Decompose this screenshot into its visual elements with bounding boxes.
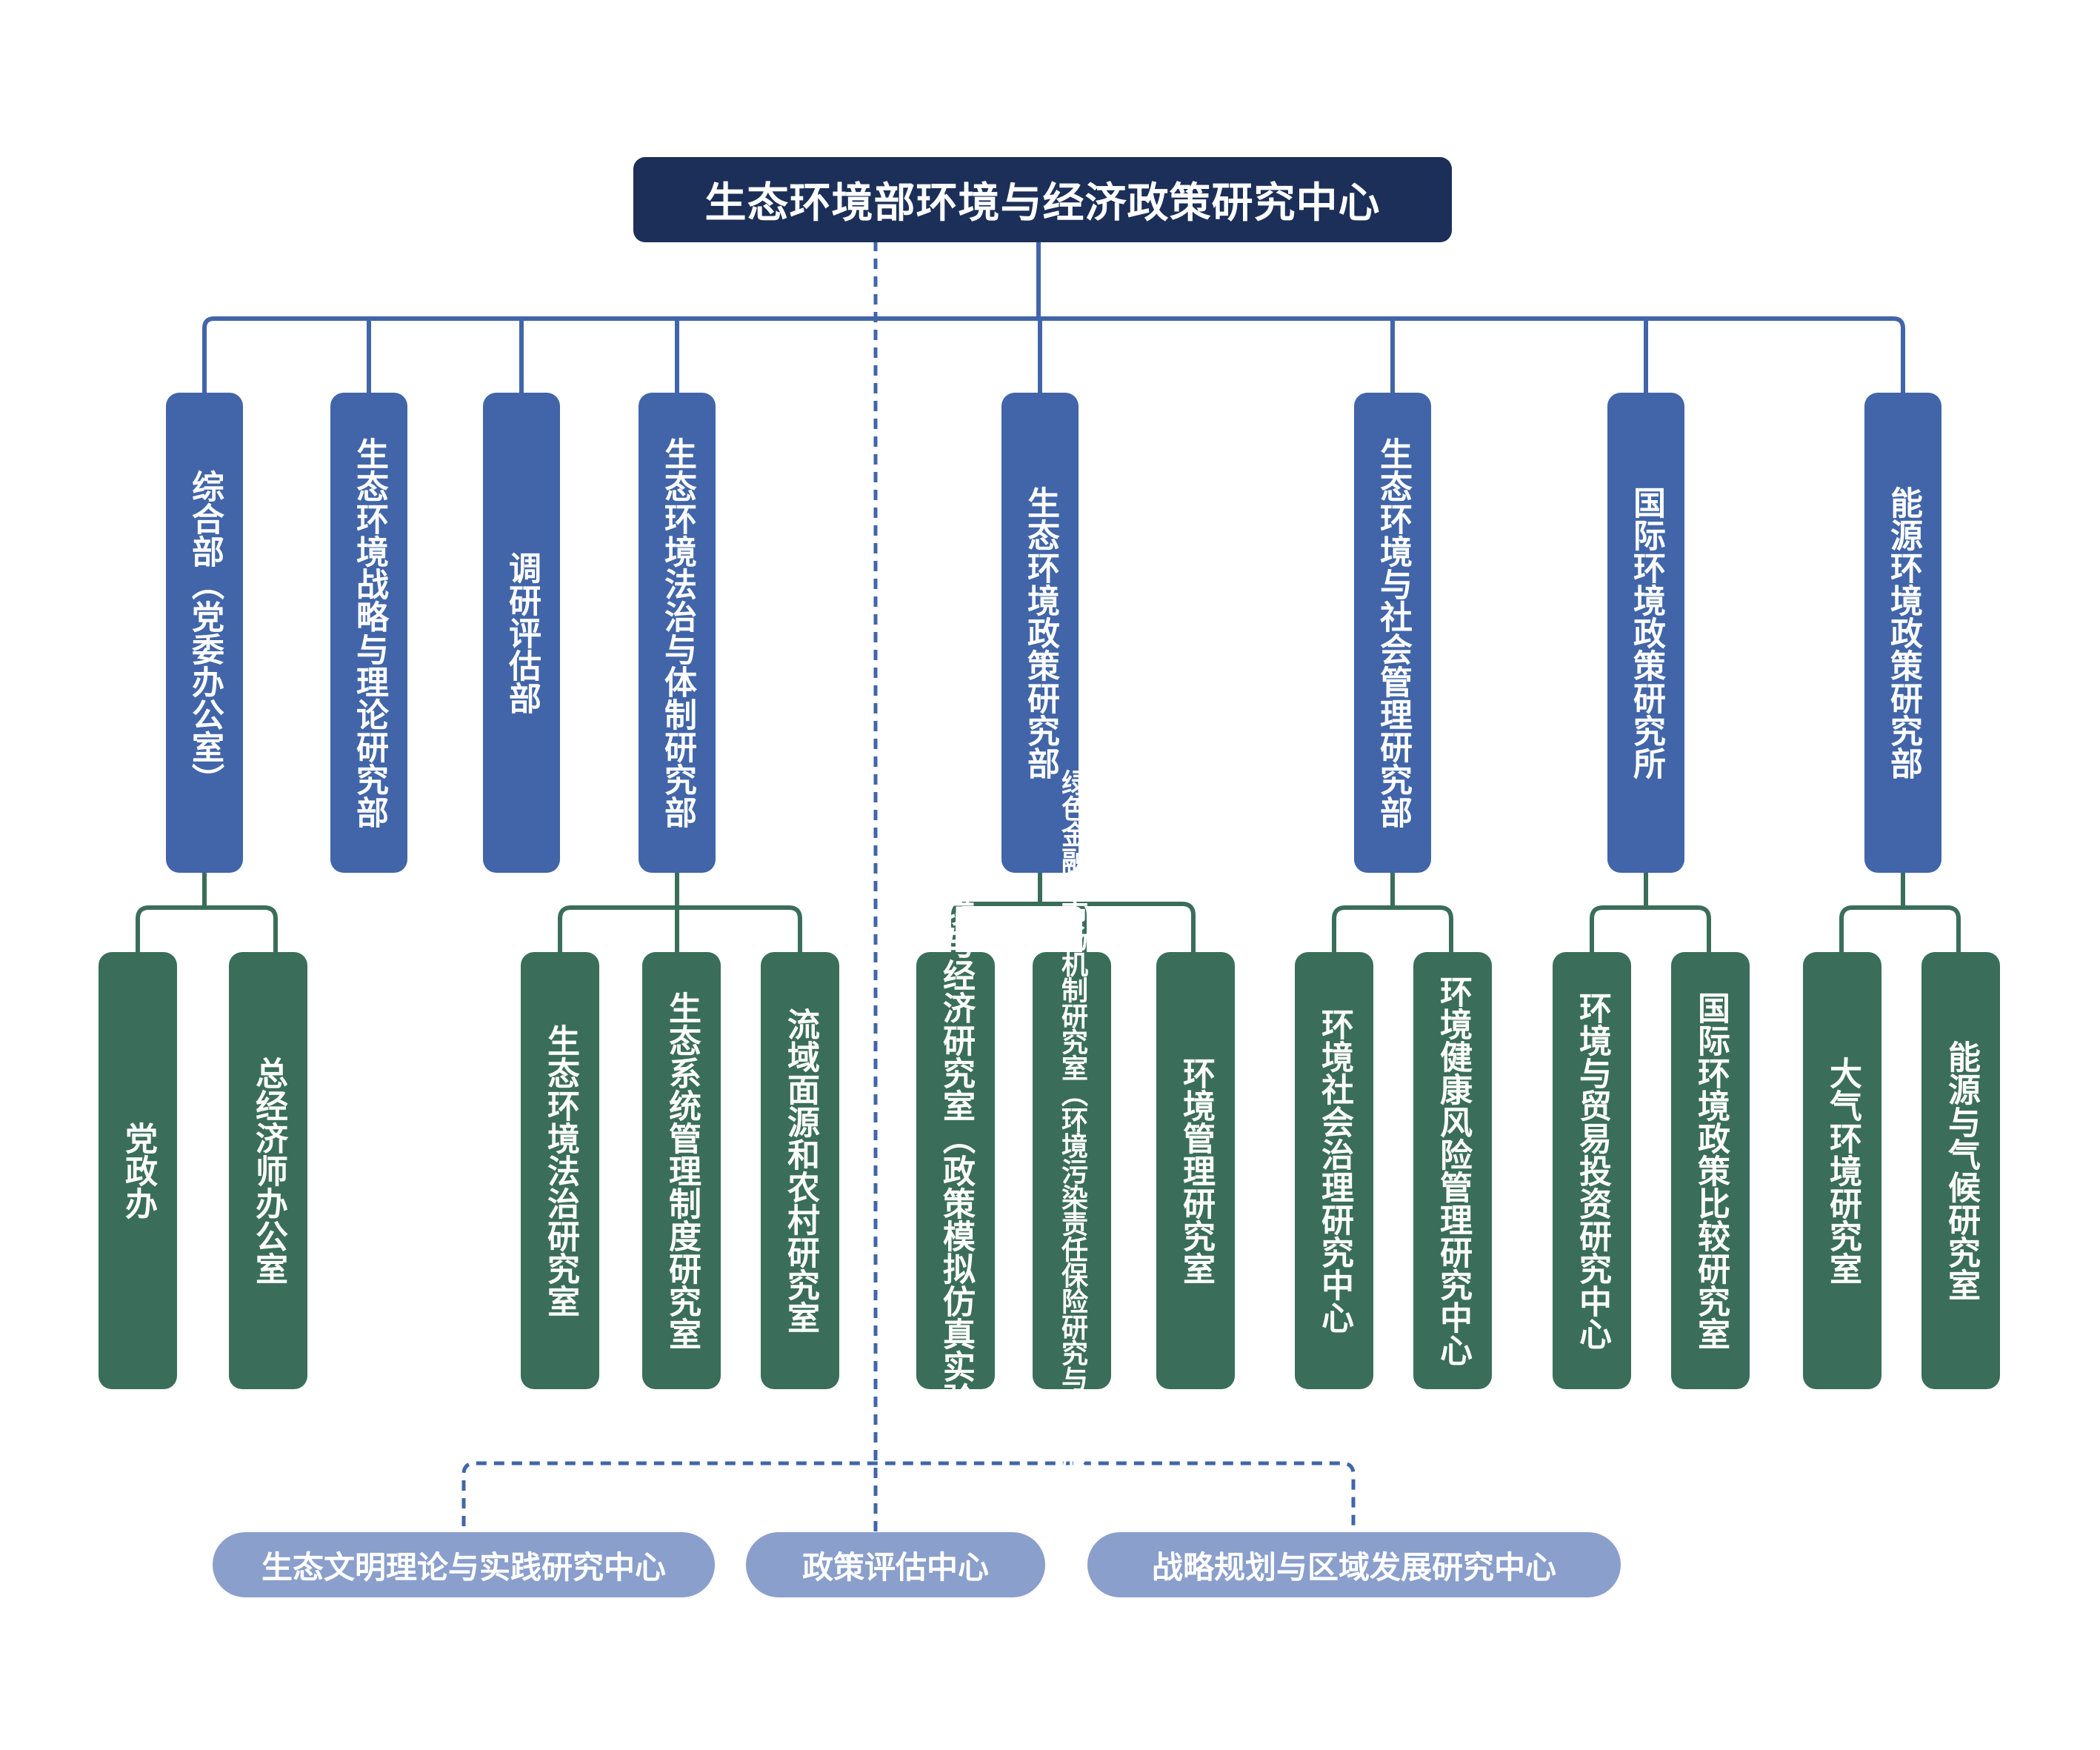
department-zonghe: 综合部（党委办公室）: [166, 393, 243, 873]
dashed-center-connector: [461, 241, 1356, 1532]
office-label: 环境与贸易投资研究中心: [1573, 991, 1611, 1350]
office-label: 国际环境政策比较研究室: [1692, 991, 1730, 1350]
office-label: 环境管理研究室: [1177, 1057, 1215, 1285]
office-connector-shehui: [1332, 873, 1453, 952]
office-connector-zonghe: [136, 873, 278, 952]
department-zhengce: 生态环境政策研究部: [1001, 393, 1079, 873]
office-huanjing-jingji: 环境与经济研究室（政策模拟仿真实验室）: [916, 861, 995, 1480]
department-label: 能源环境政策研究部: [1884, 486, 1922, 779]
department-guoji: 国际环境政策研究所: [1607, 393, 1684, 873]
center-label: 政策评估中心: [801, 1548, 989, 1586]
office-connector-fazhi: [558, 873, 802, 952]
office-label: 总经济师办公室: [250, 1057, 287, 1285]
root-organization: 生态环境部环境与经济政策研究中心: [633, 157, 1452, 242]
office-zhengce-bijiao: 国际环境政策比较研究室: [1671, 952, 1750, 1389]
office-label: 生态系统管理制度研究室: [663, 991, 701, 1350]
office-shengtaixitong: 生态系统管理制度研究室: [642, 952, 721, 1389]
office-nengyuan-qihou: 能源与气候研究室: [1921, 952, 2000, 1389]
office-connector-guoji: [1590, 873, 1711, 952]
department-label: 综合部（党委办公室）: [186, 470, 224, 796]
department-label: 生态环境政策研究部: [1021, 486, 1059, 779]
office-label: 能源与气候研究室: [1942, 1040, 1980, 1301]
office-label: 流域面源和农村研究室: [781, 1008, 819, 1334]
department-label: 调研评估部: [503, 551, 541, 714]
office-connector-zhengce: [951, 873, 1196, 952]
office-label: 环境社会治理研究中心: [1316, 1008, 1353, 1334]
department-label: 生态环境与社会管理研究部: [1374, 437, 1412, 828]
center-shengtai-wenming: 生态文明理论与实践研究中心: [213, 1532, 715, 1597]
department-nengyuan: 能源环境政策研究部: [1864, 393, 1941, 873]
center-label: 生态文明理论与实践研究中心: [261, 1548, 666, 1586]
office-label: 绿色金融与市场机制研究室（环境污染责任保险研究与技术服务中心）: [1057, 768, 1087, 1573]
root-label: 生态环境部环境与经济政策研究中心: [704, 179, 1381, 227]
department-zhanlue: 生态环境战略与理论研究部: [330, 393, 407, 873]
office-huanjing-guanli: 环境管理研究室: [1156, 952, 1235, 1389]
office-zongjingjishi: 总经济师办公室: [229, 952, 307, 1389]
office-liuyu: 流域面源和农村研究室: [761, 952, 839, 1389]
office-fazhi: 生态环境法治研究室: [521, 952, 599, 1389]
department-fazhi: 生态环境法治与体制研究部: [639, 393, 716, 873]
center-zhanlue-guihua: 战略规划与区域发展研究中心: [1087, 1532, 1621, 1597]
office-lvse-jinrong: 绿色金融与市场机制研究室（环境污染责任保险研究与技术服务中心）: [1033, 769, 1111, 1573]
office-label: 环境与经济研究室（政策模拟仿真实验室）: [937, 861, 975, 1480]
department-diaoyan: 调研评估部: [483, 393, 560, 873]
office-label: 党政办: [119, 1122, 157, 1220]
office-dangzheng: 党政办: [99, 952, 177, 1389]
office-daqi: 大气环境研究室: [1803, 952, 1881, 1389]
department-label: 国际环境政策研究所: [1627, 486, 1665, 779]
office-shehui-zhili: 环境社会治理研究中心: [1295, 952, 1373, 1389]
office-jiankang-fengxian: 环境健康风险管理研究中心: [1413, 952, 1492, 1389]
center-zhengce-pinggu: 政策评估中心: [746, 1532, 1045, 1597]
office-label: 大气环境研究室: [1824, 1057, 1861, 1285]
department-bus: [202, 316, 1905, 393]
office-maoyi-touzi: 环境与贸易投资研究中心: [1553, 952, 1631, 1389]
office-connector-nengyuan: [1839, 873, 1961, 952]
office-label: 环境健康风险管理研究中心: [1434, 975, 1472, 1366]
department-shehui: 生态环境与社会管理研究部: [1354, 393, 1431, 873]
department-label: 生态环境战略与理论研究部: [350, 437, 388, 828]
center-label: 战略规划与区域发展研究中心: [1151, 1548, 1556, 1586]
office-label: 生态环境法治研究室: [541, 1024, 579, 1317]
department-label: 生态环境法治与体制研究部: [659, 437, 696, 828]
